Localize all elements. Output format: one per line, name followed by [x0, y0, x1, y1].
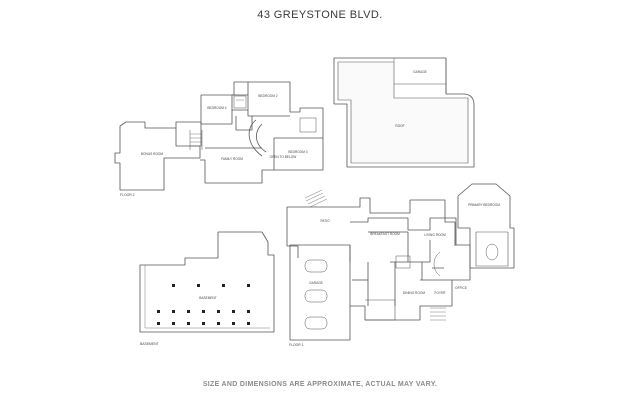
room-label-patio: PATIO	[320, 219, 330, 223]
room-label-breakfast-room: BREAKFAST ROOM	[370, 232, 400, 236]
room-label-bedroom-2: BEDROOM 2	[258, 94, 277, 98]
floor-2-plan	[114, 81, 324, 191]
room-label-basement: BASEMENT	[199, 296, 217, 300]
room-label-bedroom-4: BEDROOM 4	[207, 106, 226, 110]
room-label-family-room: FAMILY ROOM	[221, 157, 243, 161]
floor-label-2: FLOOR 2	[120, 193, 135, 197]
basement-plan	[139, 231, 275, 333]
room-label-dining-room: DINING ROOM	[403, 291, 425, 295]
room-label-roof: ROOF	[395, 124, 404, 128]
floor-label-1: FLOOR 1	[289, 343, 304, 347]
room-label-bonus-room: BONUS ROOM	[141, 152, 163, 156]
room-label-living-room: LIVING ROOM	[424, 233, 446, 237]
disclaimer-text: SIZE AND DIMENSIONS ARE APPROXIMATE, ACT…	[202, 381, 438, 388]
room-label-garage-top: GARAGE	[413, 70, 427, 74]
basement-posts	[157, 284, 250, 325]
floor-1-plan	[286, 183, 515, 341]
room-label-office: OFFICE	[455, 286, 467, 290]
floor-label-basement: BASEMENT	[140, 342, 159, 346]
room-label-bedroom-3: BEDROOM 3	[288, 150, 307, 154]
roof-plan	[333, 57, 475, 168]
room-label-open-to-below: OPEN TO BELOW	[270, 155, 297, 159]
room-label-foyer: FOYER	[435, 291, 447, 295]
garage-cars	[304, 259, 328, 330]
page-title: 43 GREYSTONE BLVD.	[257, 9, 383, 21]
room-label-garage: GARAGE	[309, 281, 323, 285]
room-label-primary-bedroom: PRIMARY BEDROOM	[468, 203, 500, 207]
